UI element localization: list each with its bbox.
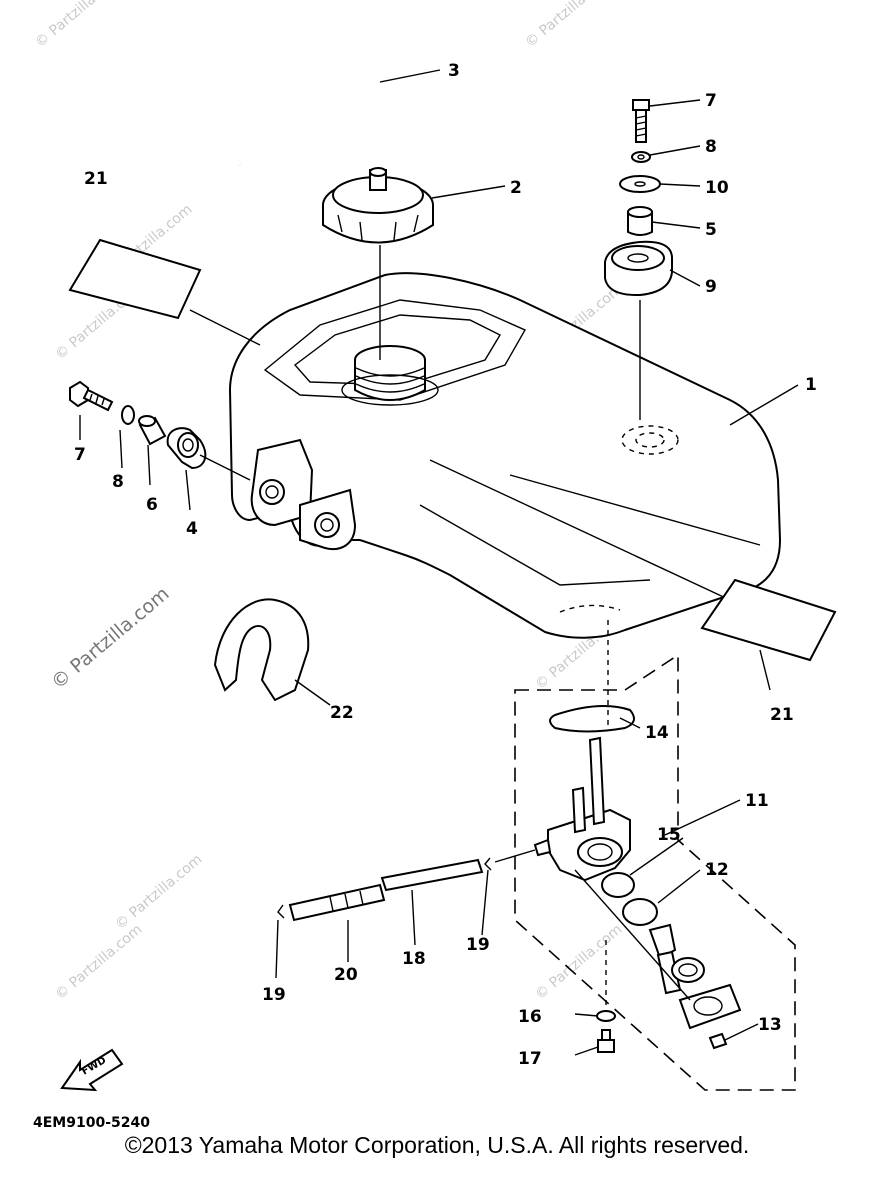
watermark: © Partzilla.com xyxy=(52,921,145,1003)
callout-18: 18 xyxy=(402,949,426,969)
callout-9: 9 xyxy=(705,277,717,297)
callout-6: 6 xyxy=(146,495,158,515)
callout-19-left: 19 xyxy=(262,985,286,1005)
warning-label-top xyxy=(68,238,202,320)
watermark: © Partzilla.com xyxy=(522,0,615,51)
callout-4: 4 xyxy=(186,519,198,539)
leader-lines xyxy=(79,69,799,1056)
copyright-notice: ©2013 Yamaha Motor Corporation, U.S.A. A… xyxy=(124,1132,750,1158)
callout-16: 16 xyxy=(518,1007,542,1027)
callout-7-left: 7 xyxy=(74,445,86,465)
callout-22: 22 xyxy=(330,703,354,723)
right-mount-fasteners xyxy=(604,99,673,297)
callout-13: 13 xyxy=(758,1015,782,1035)
callout-1: 1 xyxy=(805,375,817,395)
watermark: © Partzilla.com xyxy=(32,0,125,51)
fuel-hose-assembly xyxy=(277,849,536,922)
rubber-pad xyxy=(213,598,310,702)
callout-12: 12 xyxy=(705,860,729,880)
callout-15: 15 xyxy=(657,825,681,845)
diagram-code: 4EM9100-5240 xyxy=(33,1115,150,1131)
callout-21-right: 21 xyxy=(770,705,794,725)
callout-17: 17 xyxy=(518,1049,542,1069)
callout-19-right: 19 xyxy=(466,935,490,955)
fuel-cap xyxy=(322,167,434,244)
watermark: © Partzilla.com xyxy=(532,921,625,1003)
callout-5: 5 xyxy=(705,220,717,240)
left-mount-fasteners xyxy=(69,380,251,481)
callout-7-right: 7 xyxy=(705,91,717,111)
callout-3: 3 xyxy=(448,61,460,81)
callout-21-top: 21 xyxy=(84,169,108,189)
breather-hose xyxy=(231,45,380,167)
callout-8-right: 8 xyxy=(705,137,717,157)
callout-2: 2 xyxy=(510,178,522,198)
watermark: © Partzilla.com xyxy=(112,851,205,933)
warning-label-right xyxy=(700,578,837,662)
callout-20: 20 xyxy=(334,965,358,985)
callout-11: 11 xyxy=(745,791,769,811)
callout-8-left: 8 xyxy=(112,472,124,492)
callout-14: 14 xyxy=(645,723,669,743)
fuel-tank xyxy=(228,272,782,639)
callouts: 1 2 3 7 8 10 5 9 21 21 7 8 6 4 22 14 11 … xyxy=(74,61,817,1069)
fuel-cock-assembly xyxy=(514,620,796,1091)
callout-10: 10 xyxy=(705,178,729,198)
watermark-large: © Partzilla.com xyxy=(47,583,173,694)
fwd-arrow-icon: FWD xyxy=(60,1048,124,1092)
